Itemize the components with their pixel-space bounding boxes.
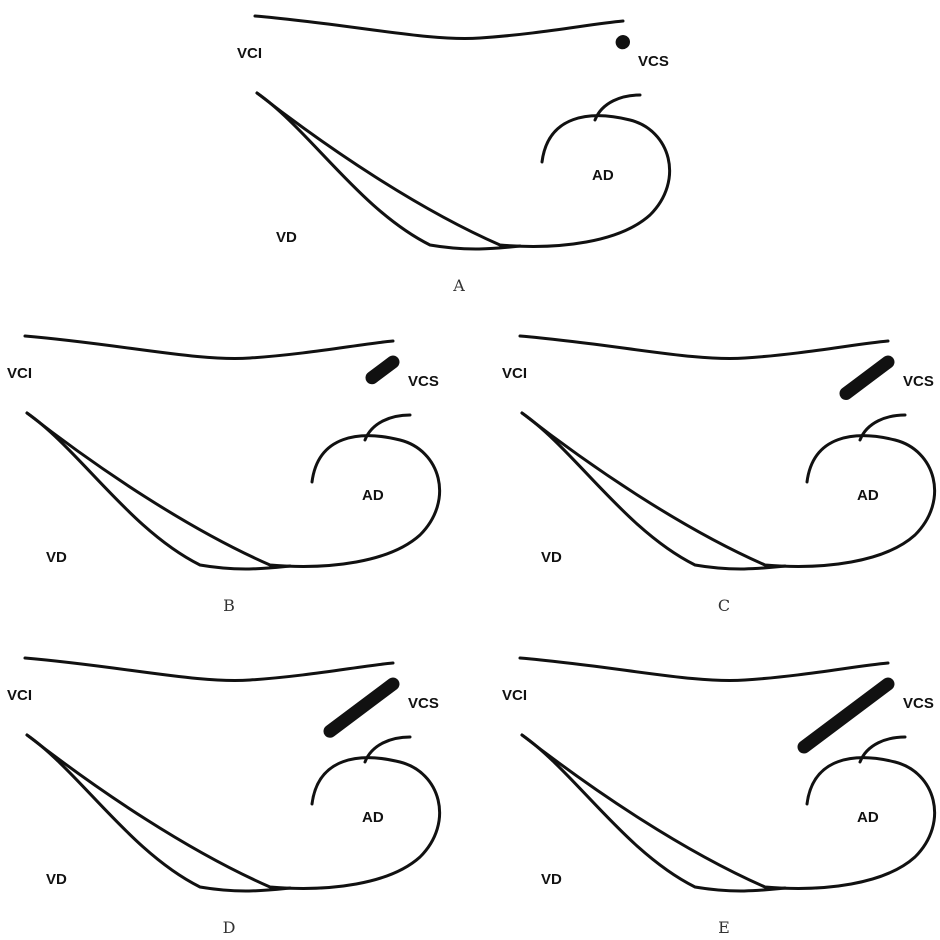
caption-b: B: [223, 596, 235, 615]
vd-inner-line: [25, 411, 292, 571]
caption-a: A: [453, 276, 465, 295]
upper-wall-line: [23, 656, 395, 683]
label-ad: AD: [362, 809, 384, 826]
label-vci: VCI: [502, 365, 527, 382]
label-vcs: VCS: [408, 373, 439, 390]
panel-a: VCI VCS AD VD A: [230, 10, 690, 295]
label-ad: AD: [857, 809, 879, 826]
panel-c: VCI VCS AD VD C: [495, 330, 940, 615]
upper-wall-line: [518, 334, 890, 361]
heart-diagram-c: VCI VCS AD VD: [502, 334, 937, 571]
caption-d: D: [222, 918, 236, 937]
panel-b: VCI VCS AD VD B: [0, 330, 460, 615]
vd-outer-line: [25, 733, 442, 890]
label-vci: VCI: [7, 365, 32, 382]
catheter: [839, 355, 895, 400]
panel-e: VCI VCS AD VD E: [495, 652, 940, 937]
upper-wall-line: [253, 14, 625, 41]
ad-appendage-line: [363, 735, 412, 764]
label-vd: VD: [541, 871, 562, 888]
upper-wall-line: [518, 656, 890, 683]
catheter: [323, 677, 400, 738]
heart-diagram-a: VCI VCS AD VD: [237, 14, 672, 251]
label-vci: VCI: [502, 687, 527, 704]
vd-inner-line: [25, 733, 292, 893]
label-vci: VCI: [7, 687, 32, 704]
label-vd: VD: [46, 549, 67, 566]
vd-inner-line: [520, 733, 787, 893]
label-ad: AD: [592, 167, 614, 184]
vd-inner-line: [255, 91, 522, 251]
vd-outer-line: [520, 733, 937, 890]
label-vcs: VCS: [408, 695, 439, 712]
label-vd: VD: [541, 549, 562, 566]
ad-appendage-line: [593, 93, 642, 122]
caption-e: E: [718, 918, 730, 937]
vd-outer-line: [25, 411, 442, 568]
ad-appendage-line: [363, 413, 412, 442]
heart-diagram-b: VCI VCS AD VD: [7, 334, 442, 571]
ad-appendage-line: [858, 735, 907, 764]
label-vd: VD: [276, 229, 297, 246]
vd-outer-line: [255, 91, 672, 248]
label-vcs: VCS: [903, 695, 934, 712]
panel-d: VCI VCS AD VD D: [0, 652, 460, 937]
heart-diagram-e: VCI VCS AD VD: [502, 656, 937, 893]
vd-outer-line: [520, 411, 937, 568]
catheter: [365, 355, 400, 385]
upper-wall-line: [23, 334, 395, 361]
ad-appendage-line: [858, 413, 907, 442]
caption-c: C: [717, 596, 731, 615]
label-ad: AD: [362, 487, 384, 504]
label-vci: VCI: [237, 45, 262, 62]
vd-inner-line: [520, 411, 787, 571]
label-vd: VD: [46, 871, 67, 888]
catheter: [797, 677, 895, 754]
heart-diagram-d: VCI VCS AD VD: [7, 656, 442, 893]
label-vcs: VCS: [638, 53, 669, 70]
label-ad: AD: [857, 487, 879, 504]
label-vcs: VCS: [903, 373, 934, 390]
